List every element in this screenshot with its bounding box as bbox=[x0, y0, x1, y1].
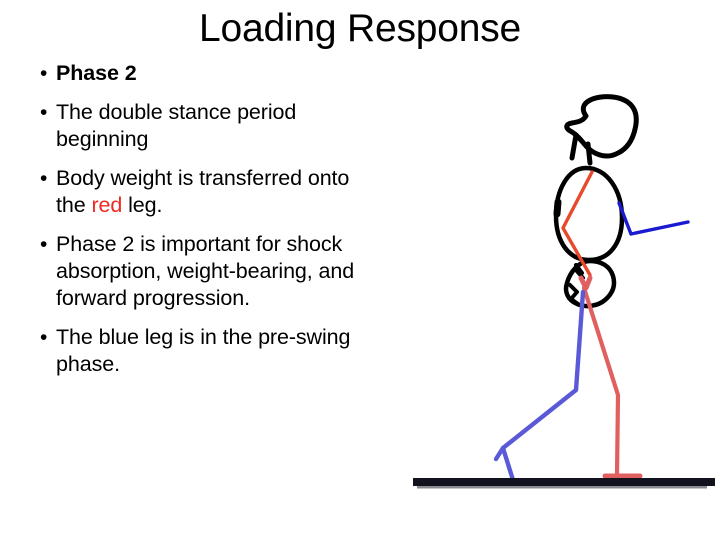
bullet-text-importance: Phase 2 is important for shock absorptio… bbox=[56, 232, 355, 310]
shoulder-mark bbox=[553, 198, 562, 218]
ground-line-shadow bbox=[417, 486, 707, 489]
bullet-glyph: • bbox=[40, 101, 48, 124]
red-keyword: red bbox=[91, 193, 123, 217]
neck bbox=[569, 132, 593, 166]
list-item: • The double stance period beginning bbox=[30, 99, 360, 153]
pelvis-notch bbox=[568, 283, 580, 306]
blue-leg bbox=[500, 289, 586, 483]
list-item: • Body weight is transferred onto the re… bbox=[30, 165, 360, 219]
ground-line bbox=[413, 478, 715, 486]
head-icon bbox=[564, 94, 639, 159]
bullet-text-blue-leg: The blue leg is in the pre-swing phase. bbox=[56, 325, 351, 376]
list-item: • Phase 2 bbox=[30, 60, 360, 87]
bullet-text-body-weight: Body weight is transferred onto the red … bbox=[56, 165, 360, 219]
blue-arm bbox=[617, 201, 690, 236]
bullet-glyph: • bbox=[40, 326, 48, 349]
bullet-text-phase-2: Phase 2 bbox=[56, 61, 137, 85]
bullet-text-double-stance: The double stance period beginning bbox=[56, 100, 297, 151]
bullet-list: • Phase 2 • The double stance period beg… bbox=[30, 60, 360, 390]
bullet-glyph: • bbox=[40, 167, 48, 190]
torso bbox=[553, 165, 625, 263]
list-item: • Phase 2 is important for shock absorpt… bbox=[30, 231, 360, 312]
bullet-glyph: • bbox=[40, 233, 48, 256]
blue-heel bbox=[493, 445, 506, 462]
gait-stick-figure-svg bbox=[413, 94, 715, 489]
body-weight-prefix: Body weight is transferred onto the bbox=[56, 166, 350, 217]
page-title: Loading Response bbox=[198, 7, 522, 50]
gait-figure-illustration bbox=[400, 80, 720, 510]
hip-joint-mark bbox=[574, 263, 585, 280]
red-leg bbox=[581, 285, 621, 477]
red-hip-mark bbox=[578, 275, 593, 291]
bullet-glyph: • bbox=[40, 62, 48, 85]
list-item: • The blue leg is in the pre-swing phase… bbox=[30, 324, 360, 378]
red-arm bbox=[561, 170, 594, 277]
body-weight-suffix: leg. bbox=[122, 193, 163, 217]
